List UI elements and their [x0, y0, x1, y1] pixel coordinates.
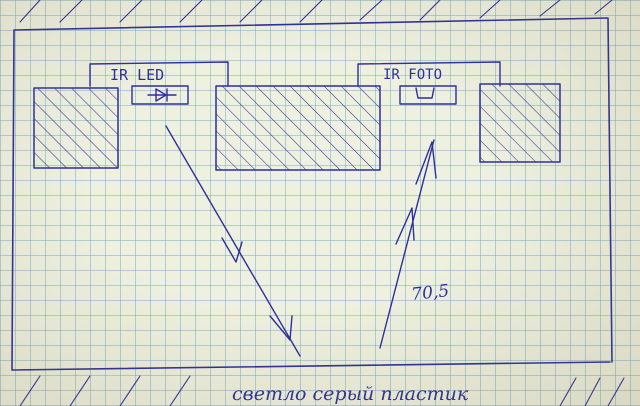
hatched-block-center [215, 85, 381, 171]
emitter-label: IR LED [110, 66, 164, 84]
hatched-block-left [33, 87, 119, 169]
receiver-label: IR FOTO [383, 67, 442, 83]
distance-value: 70,5 [410, 281, 450, 305]
bottom-edge-hatching [19, 375, 625, 406]
emitter-label-box: IR LED [89, 61, 229, 87]
receiver-label-box: IR FOTO [357, 61, 501, 87]
hatched-block-right [479, 83, 561, 163]
top-edge-hatching [19, 0, 613, 23]
ir-led-component [131, 85, 189, 105]
surface-label: светло серый пластик [232, 383, 469, 405]
reflected-ray-arrow [379, 139, 437, 349]
ir-photo-component [399, 85, 457, 105]
emitted-ray-arrow [165, 125, 301, 357]
housing-frame [11, 17, 613, 371]
